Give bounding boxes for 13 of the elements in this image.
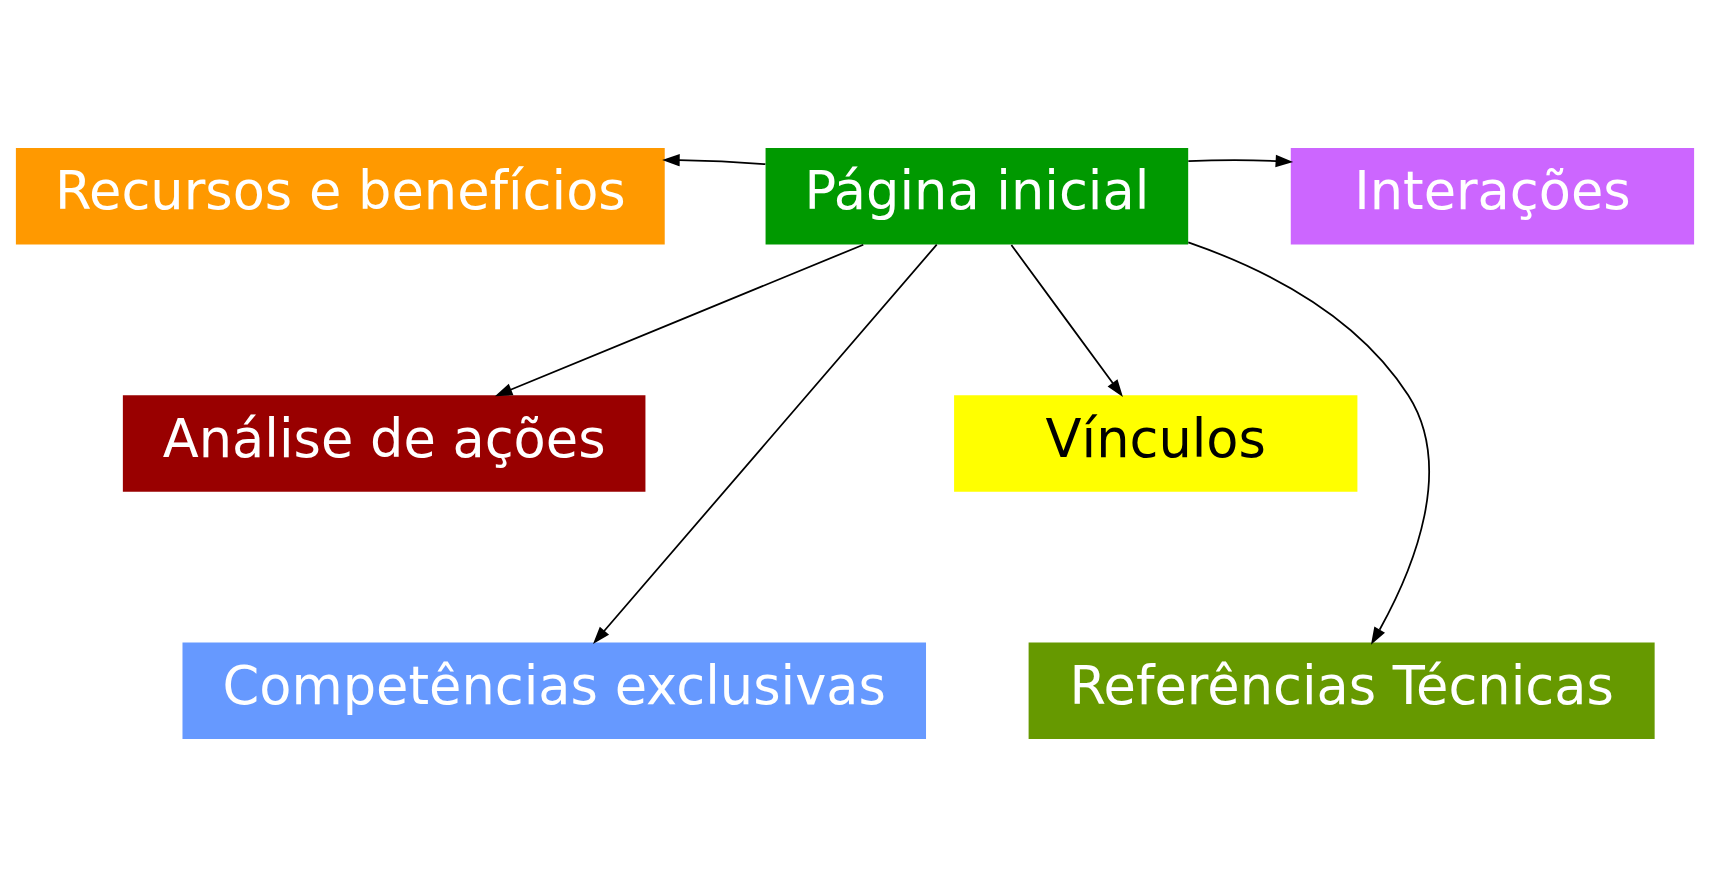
node-box: Referências Técnicas bbox=[1028, 642, 1655, 739]
node-box: Interações bbox=[1290, 147, 1695, 244]
arrow bbox=[662, 153, 767, 166]
arrow bbox=[1010, 243, 1123, 397]
arrow bbox=[1187, 154, 1294, 167]
node-box: Competências exclusivas bbox=[182, 642, 926, 739]
node-box: Vínculos bbox=[954, 394, 1358, 492]
node-box: Página inicial bbox=[765, 147, 1189, 244]
arrow bbox=[1187, 240, 1430, 645]
node-box: Recursos e benefícios bbox=[15, 147, 665, 244]
node-box: Análise de ações bbox=[122, 394, 646, 492]
arrow bbox=[593, 243, 938, 644]
arrow bbox=[494, 243, 865, 396]
